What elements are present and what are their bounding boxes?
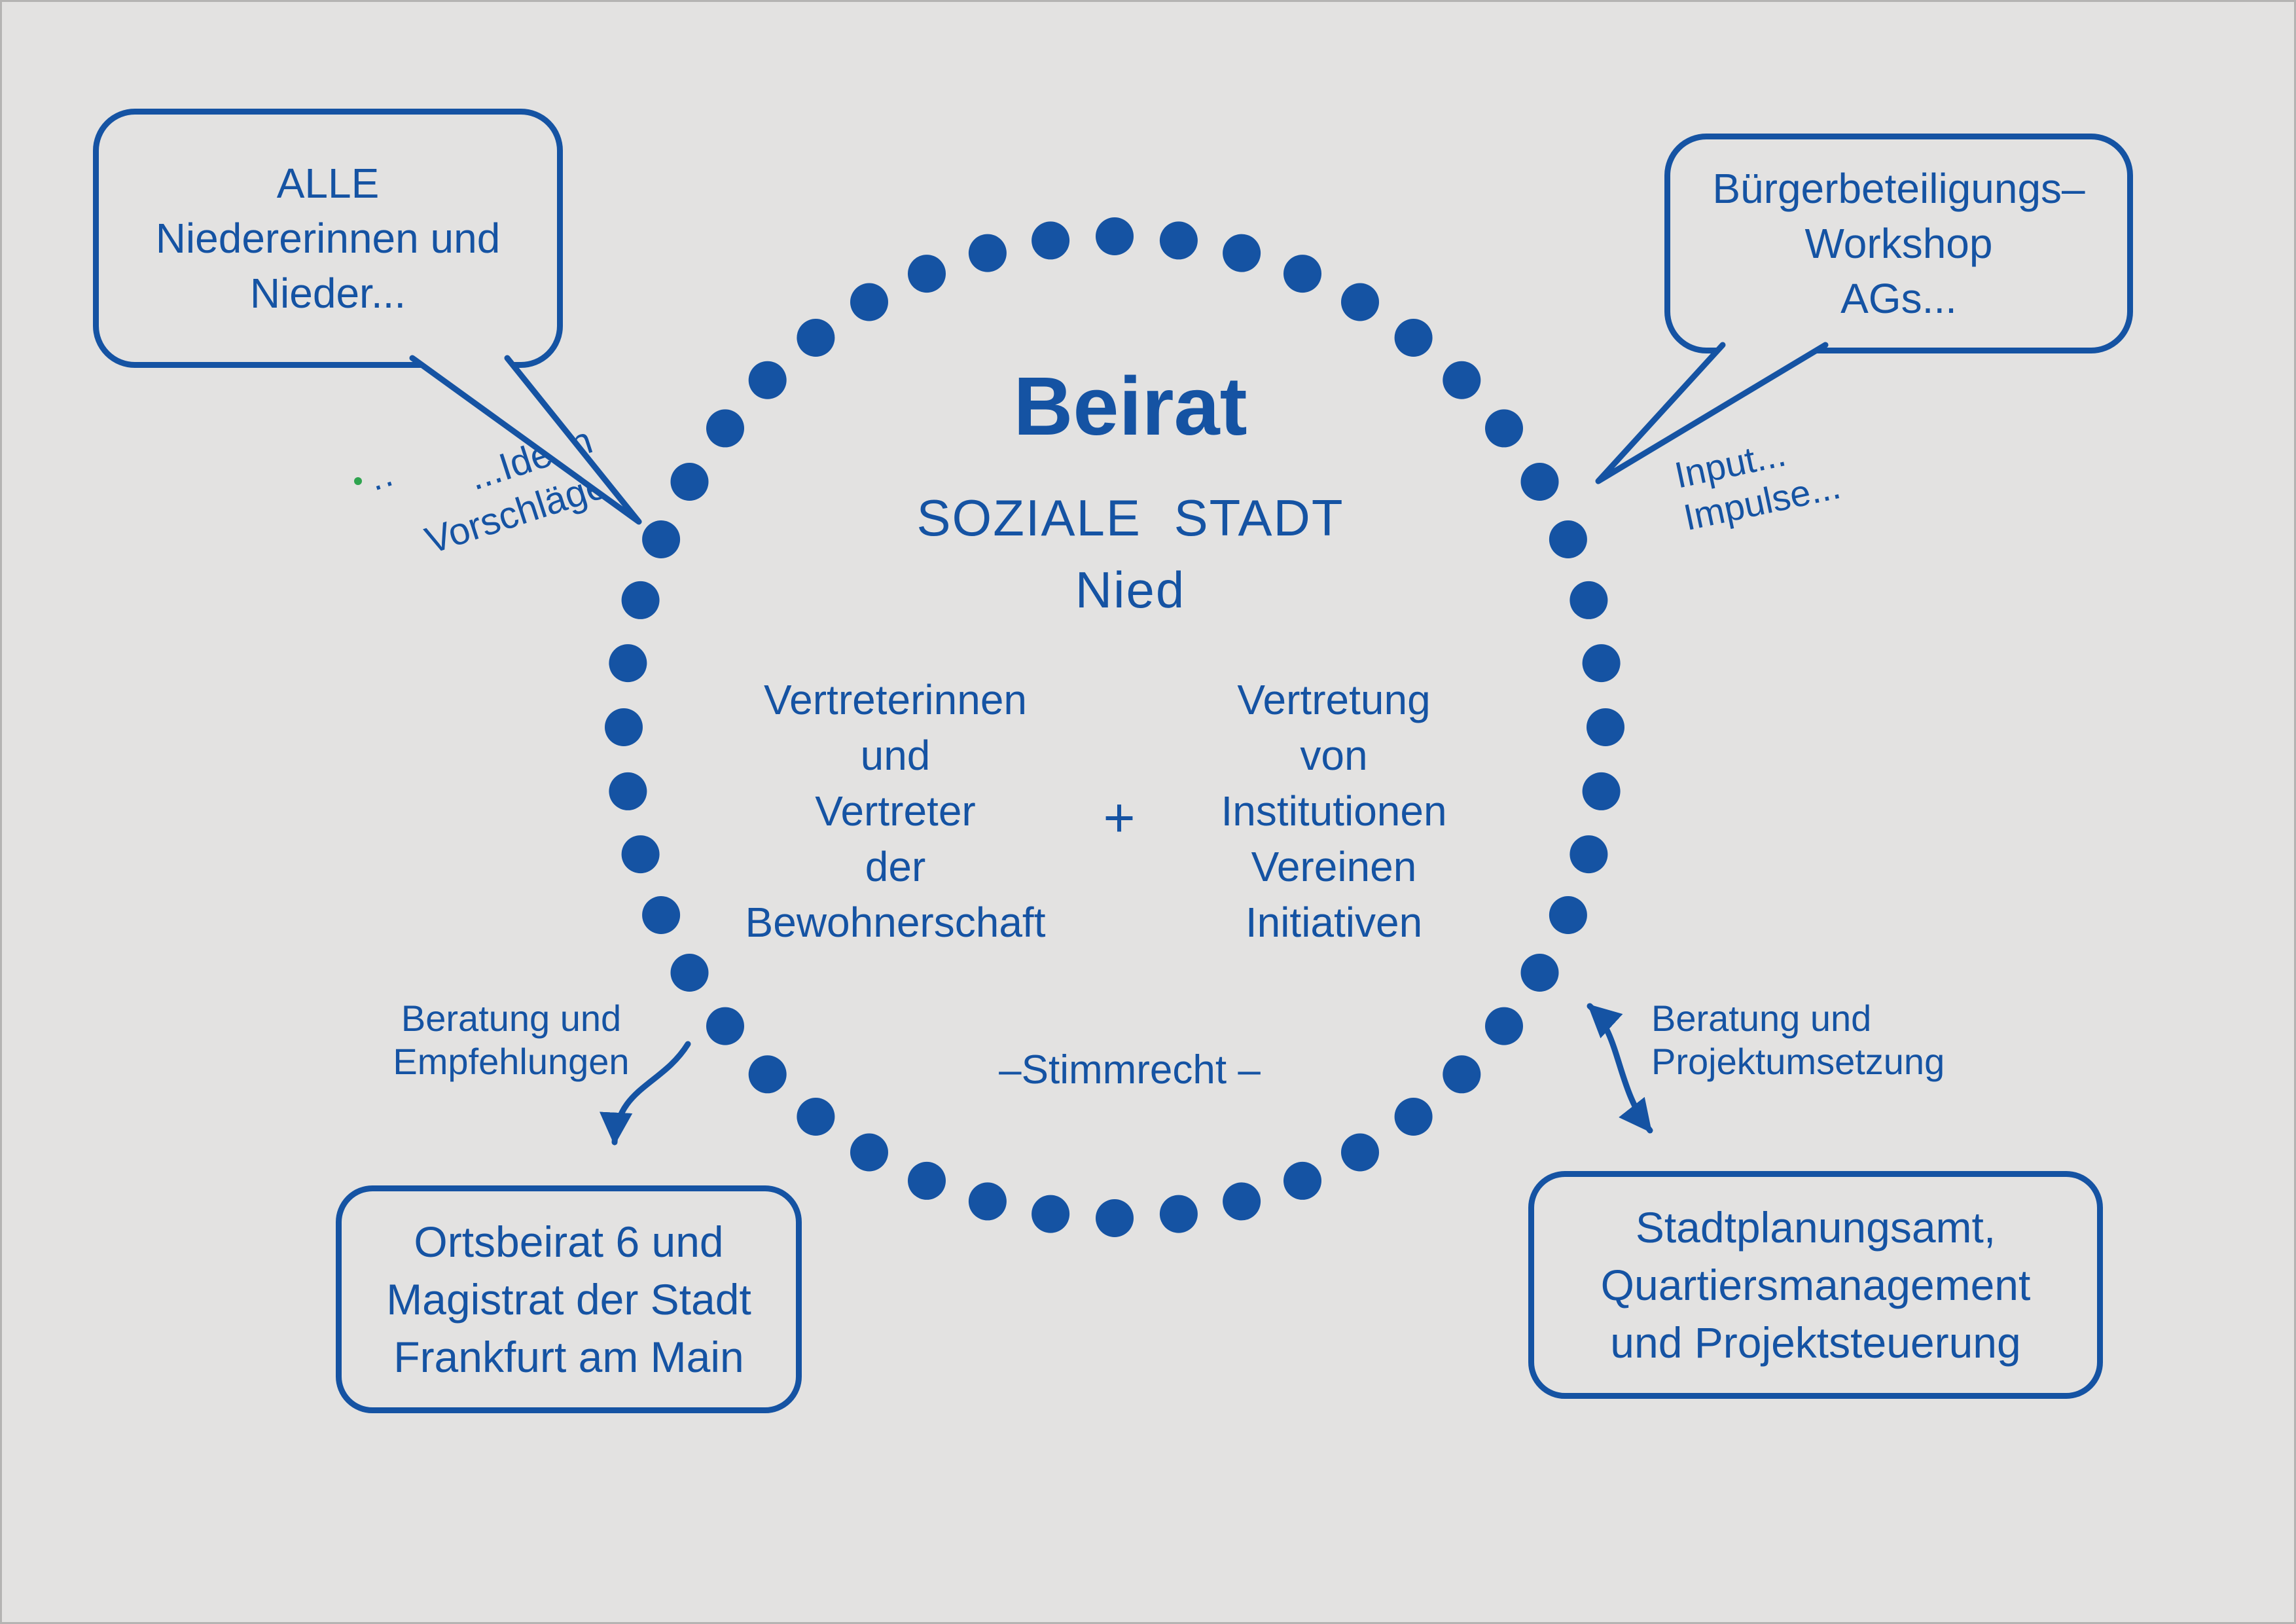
plus-sign: + [1103,787,1136,848]
implementation-double-arrow [1587,1003,1653,1134]
center-subtitle-city: Nied [1075,561,1186,619]
center-title: Beirat [1013,360,1247,452]
voting-note: –Stimmrecht – [999,1047,1261,1092]
input-impulse-label: Input...Impulse... [1671,432,1844,539]
center-subtitle: SOZIALE STADT [916,489,1344,547]
green-dot-accent [354,477,362,485]
